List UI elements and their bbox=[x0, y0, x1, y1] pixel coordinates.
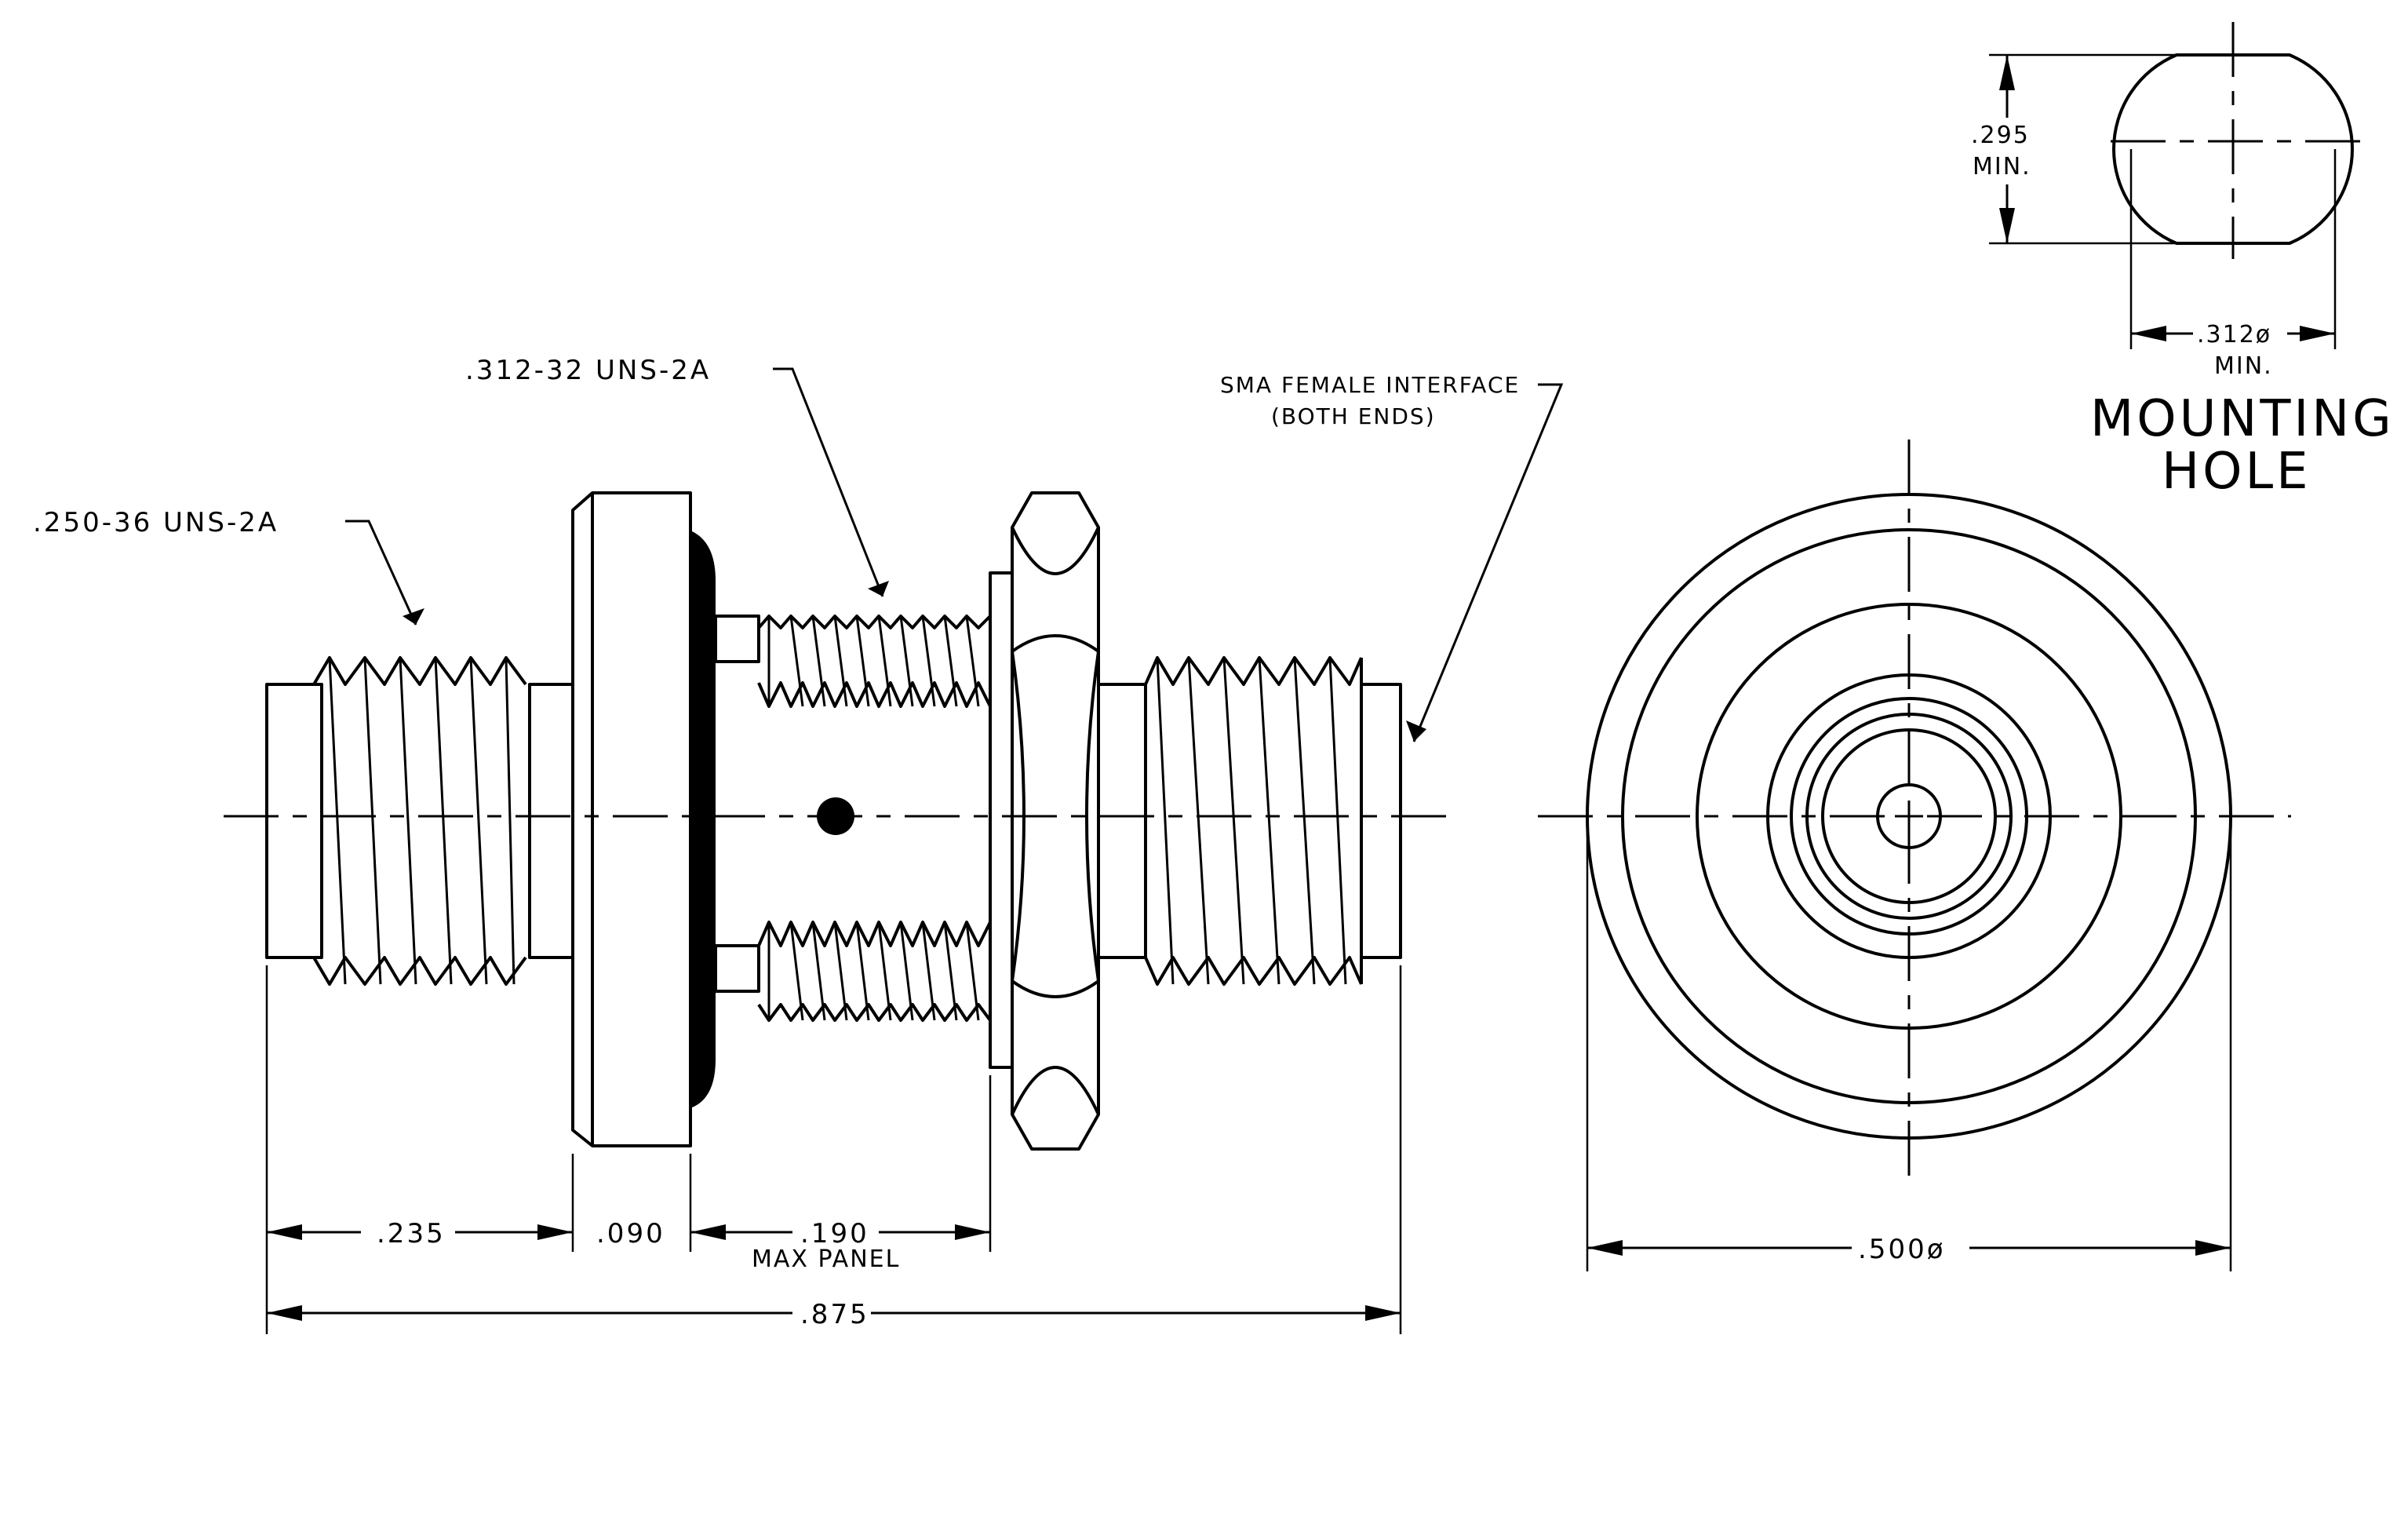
thread-major-circle bbox=[1766, 673, 2052, 959]
left-thread bbox=[312, 656, 527, 986]
dim-500-label: .500ø bbox=[1858, 1234, 1946, 1265]
callout-thread-small: .250-36 UNS-2A bbox=[33, 507, 279, 538]
d-hole-outline bbox=[2112, 53, 2354, 245]
lock-washer bbox=[989, 571, 1014, 1069]
flange bbox=[571, 491, 716, 1147]
dim-875-label: .875 bbox=[800, 1299, 869, 1330]
callout-thread-large: .312-32 UNS-2A bbox=[465, 355, 711, 386]
extension-lines bbox=[265, 965, 1402, 1334]
callout-interface-line1: SMA FEMALE INTERFACE bbox=[1220, 372, 1520, 398]
callout-leaders bbox=[345, 367, 1564, 742]
dielectric-circle bbox=[1821, 728, 1997, 904]
upper-bulkhead-thread bbox=[714, 615, 992, 708]
mounting-hole-view: .295 MIN. .312ø MIN. MOUNTING HOLE bbox=[1971, 22, 2395, 501]
dim-875 bbox=[267, 1305, 1401, 1321]
dim-235-label: .235 bbox=[377, 1218, 446, 1249]
gasket bbox=[690, 531, 716, 1108]
callout-interface-line2: (BOTH ENDS) bbox=[1271, 403, 1436, 429]
dim-500 bbox=[1587, 1240, 2231, 1256]
thread-minor-circle bbox=[1790, 697, 2028, 936]
mh-flat-label: .295 bbox=[1971, 122, 2030, 149]
dim-295 bbox=[1999, 55, 2015, 243]
body-circle bbox=[1805, 713, 2013, 920]
outer-flange-circle bbox=[1586, 493, 2232, 1140]
hex-nut-circle bbox=[1621, 528, 2197, 1104]
contact-circle bbox=[1876, 783, 1942, 849]
mh-flat-min-label: MIN. bbox=[1973, 153, 2031, 181]
mh-title-line1: MOUNTING bbox=[2090, 390, 2395, 448]
washer-circle bbox=[1696, 603, 2122, 1030]
dim-312 bbox=[2131, 326, 2335, 341]
mh-dia-label: .312ø bbox=[2197, 321, 2271, 348]
left-interface-body bbox=[265, 683, 574, 959]
dim-090-label: .090 bbox=[596, 1218, 665, 1249]
dim-190-label: .190 bbox=[800, 1218, 869, 1249]
front-view: .500ø bbox=[1538, 440, 2291, 1271]
mh-dia-min-label: MIN. bbox=[2214, 352, 2273, 380]
right-interface-body bbox=[1097, 683, 1402, 959]
hex-nut bbox=[1011, 491, 1100, 1151]
dim-max-panel-label: MAX PANEL bbox=[752, 1246, 900, 1273]
side-view: .250-36 UNS-2A .312-32 UNS-2A SMA FEMALE… bbox=[33, 355, 1564, 1334]
contact-dot bbox=[817, 797, 854, 835]
mh-title-line2: HOLE bbox=[2162, 443, 2311, 501]
right-thread bbox=[1144, 656, 1363, 986]
lower-bulkhead-thread bbox=[714, 921, 992, 1022]
dim-235 bbox=[267, 1224, 573, 1240]
dim-190 bbox=[690, 1224, 990, 1240]
